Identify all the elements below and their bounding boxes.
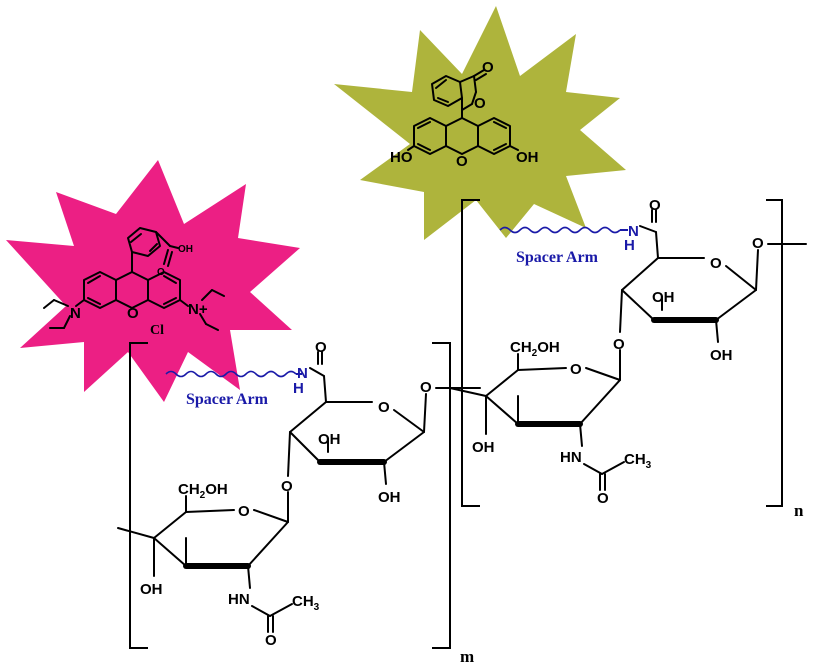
fluorescein-ring-o-label: O: [456, 153, 468, 170]
rhodamine-n-right-label: N+: [188, 301, 208, 318]
acetyl-ch3-label-n: CH3: [624, 451, 652, 471]
repeat-bracket-m-right: [432, 342, 451, 649]
rhodamine-molecule: [43, 227, 225, 331]
rhodamine-keto-o-label: O: [157, 267, 165, 278]
acetyl-ch3-label-m: CH3: [292, 593, 320, 613]
ring-o-label-n-upper: O: [710, 255, 722, 272]
glyco-o-label-n-right: O: [752, 235, 764, 252]
acetyl-o-label-m: O: [265, 632, 277, 649]
rhodamine-oh-label: OH: [178, 244, 193, 255]
rhodamine-n-left-label: N: [70, 305, 81, 322]
repeat-count-n: n: [794, 501, 804, 520]
repeat-bracket-n-left: [461, 199, 480, 507]
glyco-o-label-n-middle: O: [613, 336, 625, 353]
repeat-bracket-m-left: [129, 342, 148, 649]
ch2oh-label-n: CH2OH: [510, 339, 560, 359]
amide-h-label-n: H: [624, 237, 635, 254]
glyco-o-label-m-middle: O: [281, 478, 293, 495]
rhodamine-ring-o-label: O: [127, 305, 139, 322]
spacer-arm-wavy-m: [165, 370, 297, 378]
repeat-count-m: m: [460, 647, 474, 666]
glyco-o-label-m-right: O: [420, 379, 432, 396]
fluorescein-molecule: [407, 69, 519, 155]
spacer-arm-label-n: Spacer Arm: [516, 249, 599, 266]
acetamide-hn-label-m: HN: [228, 591, 250, 608]
fluorescein-lactone-ring-o-label: O: [474, 95, 486, 112]
carbonyl-o-label-n: O: [649, 197, 661, 214]
unit-m-bonds: [117, 351, 481, 633]
spacer-arm-label-m: Spacer Arm: [186, 391, 269, 408]
fluorescein-star-burst: [334, 6, 626, 240]
fluorescein-oh-right-label: OH: [516, 149, 539, 166]
ch2oh-label-m: CH2OH: [178, 481, 228, 501]
ring-o-label-m-upper: O: [378, 399, 390, 416]
ring-o-label-n-lower: O: [570, 361, 582, 378]
oh-label-m-upper-1: OH: [318, 431, 341, 448]
ring-o-label-m-lower: O: [238, 503, 250, 520]
amide-n-label-m: N: [297, 365, 308, 382]
oh-label-n-upper-1: OH: [652, 289, 675, 306]
carbonyl-o-label-m: O: [315, 339, 327, 356]
spacer-arm-wavy-n: [499, 226, 621, 234]
rhodamine-star-burst: [6, 160, 300, 402]
acetyl-o-label-n: O: [597, 490, 609, 507]
unit-n-bonds: [449, 209, 807, 491]
oh-label-n-upper-2: OH: [710, 347, 733, 364]
fluorescein-lactone-keto-o-label: O: [482, 59, 494, 76]
fluorescein-ho-left-label: HO: [390, 149, 413, 166]
oh-label-m-upper-2: OH: [378, 489, 401, 506]
rhodamine-counterion-label: Cl: [150, 323, 164, 338]
acetamide-hn-label-n: HN: [560, 449, 582, 466]
amide-n-label-n: N: [628, 223, 639, 240]
amide-h-label-m: H: [293, 380, 304, 397]
oh-label-m-lower: OH: [140, 581, 163, 598]
repeat-bracket-n-right: [766, 199, 783, 507]
oh-label-n-lower: OH: [472, 439, 495, 456]
